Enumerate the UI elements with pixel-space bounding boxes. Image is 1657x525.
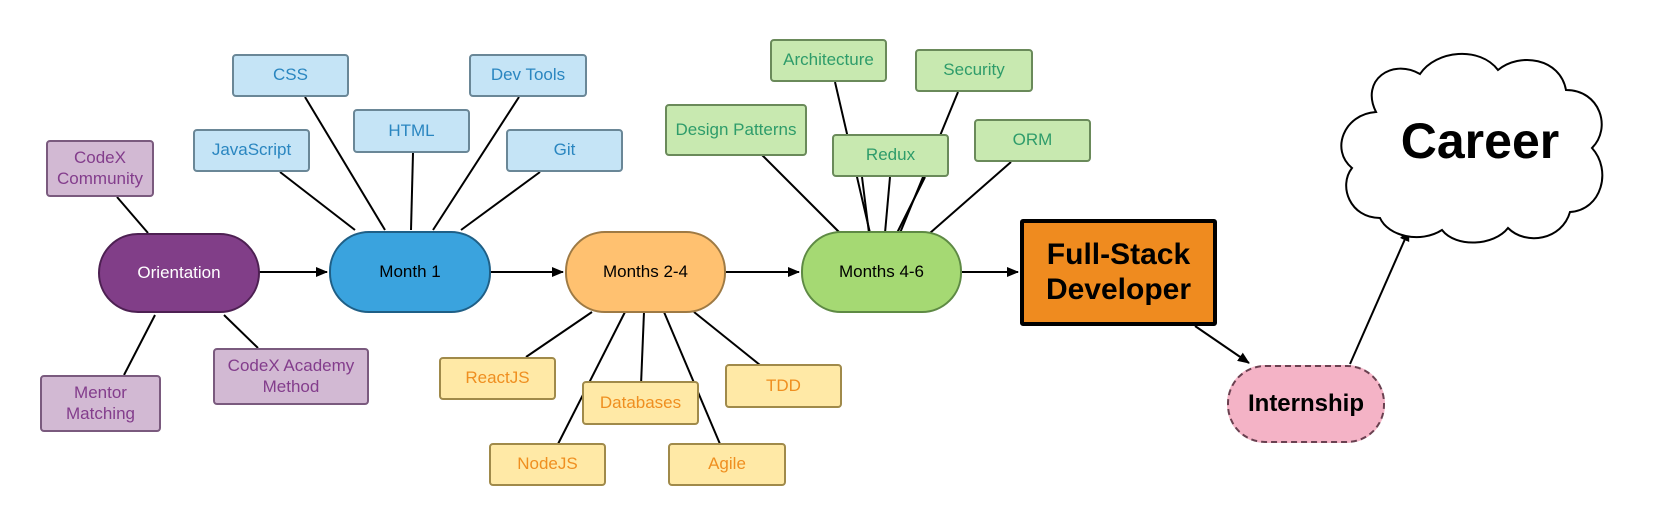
- topic-reactjs: ReactJS: [439, 357, 556, 400]
- topic-tdd: TDD: [725, 364, 842, 408]
- edge-months24-agile: [663, 311, 721, 445]
- topic-nodejs: NodeJS: [489, 443, 606, 486]
- edge-months24-tdd: [693, 311, 761, 366]
- topic-mentor-matching: Mentor Matching: [40, 375, 161, 432]
- career-label: Career: [1400, 113, 1560, 169]
- orientation-node: Orientation: [98, 233, 260, 313]
- fullstack-developer-node: Full-Stack Developer: [1020, 219, 1217, 326]
- edge-months24-databases: [640, 311, 645, 386]
- edge-month1-html: [410, 152, 414, 231]
- month1-node: Month 1: [329, 231, 491, 313]
- topic-dev-tools: Dev Tools: [469, 54, 587, 97]
- arrow-fullstack-internship: [1194, 325, 1250, 364]
- edge-months46-orm: [929, 161, 1012, 234]
- months46-node: Months 4-6: [801, 231, 962, 313]
- edge-orientation-academy-method: [223, 314, 259, 349]
- edge-months46-design-patterns: [761, 154, 841, 234]
- topic-html: HTML: [353, 109, 470, 153]
- topic-orm: ORM: [974, 119, 1091, 162]
- topic-agile: Agile: [668, 443, 786, 486]
- edge-redux-c: [896, 176, 926, 234]
- topic-security: Security: [915, 49, 1033, 92]
- arrow-internship-career: [1349, 229, 1410, 365]
- edge-redux-b: [884, 176, 891, 234]
- edge-months24-reactjs: [525, 311, 593, 358]
- edge-redux-a: [861, 176, 870, 234]
- topic-javascript: JavaScript: [193, 129, 310, 172]
- topic-redux: Redux: [832, 134, 949, 177]
- months24-node: Months 2-4: [565, 231, 726, 313]
- edge-orientation-mentor-matching: [123, 314, 156, 376]
- topic-design-patterns: Design Patterns: [665, 104, 807, 156]
- topic-git: Git: [506, 129, 623, 172]
- edge-orientation-codex-community: [116, 196, 149, 234]
- edge-month1-devtools: [432, 96, 520, 231]
- edge-month1-git: [460, 171, 541, 231]
- edge-months24-nodejs: [557, 311, 626, 445]
- edge-month1-css: [304, 96, 386, 231]
- topic-codex-community: CodeX Community: [46, 140, 154, 197]
- topic-architecture: Architecture: [770, 39, 887, 82]
- topic-databases: Databases: [582, 381, 699, 425]
- topic-codex-academy-method: CodeX Academy Method: [213, 348, 369, 405]
- edge-month1-javascript: [279, 171, 356, 231]
- internship-node: Internship: [1227, 365, 1385, 443]
- topic-css: CSS: [232, 54, 349, 97]
- career-cloud-shape: [1340, 52, 1604, 244]
